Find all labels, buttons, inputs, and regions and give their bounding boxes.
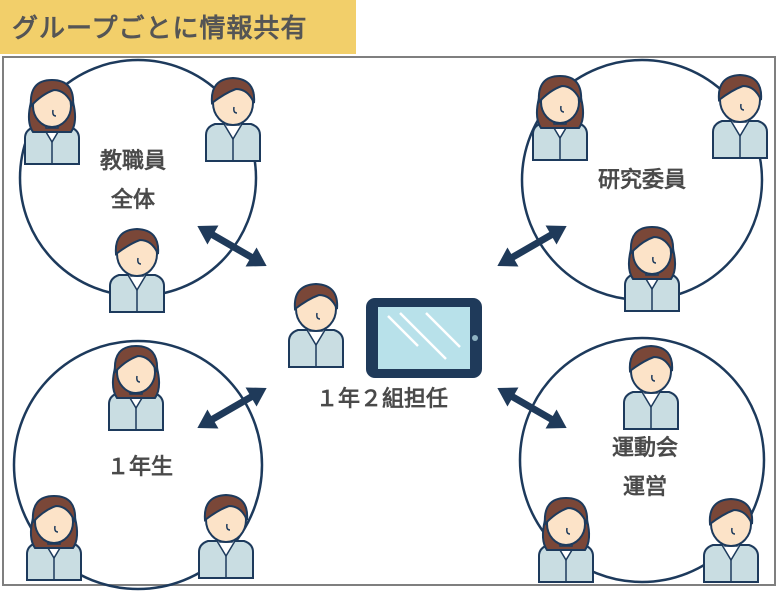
person-grade-2	[26, 495, 82, 581]
center-label: １年２組担任	[316, 386, 448, 412]
group-circle-grade	[12, 339, 264, 591]
person-grade-1	[108, 345, 164, 431]
person-staff-2	[205, 77, 261, 162]
diagram-title: グループごとに情報共有	[12, 14, 308, 44]
group-circle-sports	[518, 336, 766, 584]
group-label-sports-line2: 運営	[623, 474, 667, 500]
group-label-sports-line1: 運動会	[612, 435, 678, 461]
person-sports-1	[623, 345, 679, 430]
diagram-frame	[2, 56, 776, 586]
tablet-icon	[366, 298, 482, 378]
title-banner: グループごとに情報共有	[0, 0, 356, 54]
group-label-staff-line1: 教職員	[100, 148, 166, 174]
person-homeroom-teacher	[288, 283, 344, 368]
person-research-1	[532, 75, 588, 161]
arrow-sports	[492, 378, 572, 437]
person-staff-3	[109, 228, 165, 313]
person-research-3	[624, 226, 680, 312]
group-label-staff-line2: 全体	[110, 187, 156, 213]
group-label-research: 研究委員	[598, 167, 686, 193]
arrow-staff	[192, 216, 272, 275]
group-label-grade: １年生	[107, 454, 173, 480]
arrow-grade	[192, 378, 272, 437]
person-research-2	[712, 74, 768, 159]
person-sports-3	[703, 498, 759, 583]
person-sports-2	[538, 497, 594, 583]
person-grade-3	[198, 494, 254, 579]
person-staff-1	[24, 79, 80, 165]
